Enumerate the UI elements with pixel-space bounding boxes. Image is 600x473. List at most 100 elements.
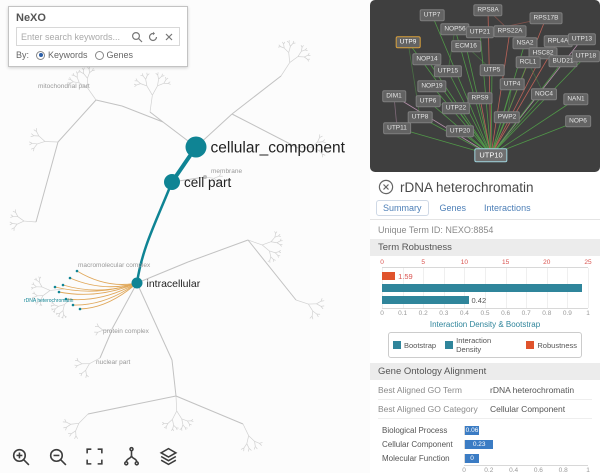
layers-button[interactable]: [156, 444, 180, 468]
gene-node-nan1[interactable]: NAN1: [563, 93, 589, 105]
unique-term-id: Unique Term ID: NEXO:8854: [378, 225, 494, 235]
details-tabs: Summary Genes Interactions: [370, 198, 600, 220]
axis-tick: 10: [460, 259, 469, 266]
tree-label-mitochondrial-part: mitochondrial part: [38, 83, 90, 90]
gene-node-nop14[interactable]: NOP14: [412, 53, 442, 65]
reset-icon[interactable]: [146, 30, 159, 43]
gene-node-dim1[interactable]: DIM1: [382, 90, 406, 102]
radio-keywords-dot[interactable]: [36, 50, 46, 60]
axis-tick: 5: [421, 259, 425, 266]
zoom-out-icon: [49, 448, 66, 465]
tree-label-macromolecular-complex: macromolecular complex: [78, 262, 151, 269]
search-input[interactable]: [21, 31, 127, 42]
expand-subtree-icon: [123, 446, 139, 466]
gene-node-utp15[interactable]: UTP15: [433, 65, 463, 77]
radio-genes-label: Genes: [106, 50, 134, 60]
axis-tick: 0.7: [521, 310, 531, 317]
gene-node-utp4[interactable]: UTP4: [499, 78, 525, 90]
alignment-bar-biological-process: 0.06: [465, 425, 479, 435]
fit-to-screen-icon: [85, 447, 103, 465]
app-title: NeXO: [16, 12, 46, 24]
view-toolbar: [8, 444, 180, 468]
gene-node-utp18[interactable]: UTP18: [571, 50, 600, 62]
gene-node-hsc82[interactable]: HSC82: [528, 47, 558, 59]
gene-node-utp6[interactable]: UTP6: [415, 95, 441, 107]
gene-node-pwp2[interactable]: PWP2: [493, 111, 521, 123]
legend-item-interaction-density: Interaction Density: [445, 336, 517, 354]
axis-tick: 25: [584, 259, 592, 266]
gene-node-nsa2[interactable]: NSA2: [512, 37, 538, 49]
expand-subtree-button[interactable]: [119, 444, 143, 468]
tree-node-label-intracellular: intracellular: [147, 278, 201, 290]
radio-genes[interactable]: Genes: [94, 50, 134, 60]
robustness-axis-label: Interaction Density & Bootstrap: [429, 320, 541, 329]
tree-label-nuclear-part: nuclear part: [96, 359, 131, 366]
close-circle-icon[interactable]: [378, 179, 394, 195]
radio-keywords[interactable]: Keywords: [36, 50, 88, 60]
clear-icon[interactable]: [162, 30, 175, 43]
go-row-value: rDNA heterochromatin: [490, 385, 575, 395]
axis-tick: 0.1: [398, 310, 408, 317]
gene-node-noc4[interactable]: NOC4: [530, 88, 558, 100]
bar-bootstrap: [382, 284, 582, 292]
gene-node-utp22[interactable]: UTP22: [441, 102, 471, 114]
tab-genes[interactable]: Genes: [439, 203, 467, 213]
tree-label-rdna-heterochromatin: rDNA heterochromatin: [24, 298, 74, 304]
search-icon[interactable]: [130, 30, 143, 43]
gene-node-rps8a[interactable]: RPS8A: [473, 4, 503, 16]
gene-node-rps22a[interactable]: RPS22A: [493, 25, 527, 37]
gene-node-utp21[interactable]: UTP21: [465, 26, 495, 38]
alignment-track: 0.23: [464, 439, 588, 449]
gene-node-rcl1[interactable]: RCL1: [515, 56, 541, 68]
tree-label-membrane: membrane: [211, 168, 242, 175]
radio-genes-dot[interactable]: [94, 50, 104, 60]
go-row-label: Best Aligned GO Term: [378, 385, 462, 395]
tab-summary[interactable]: Summary: [376, 200, 429, 216]
tree-node-cell-part[interactable]: [164, 174, 180, 190]
gene-node-ecm16[interactable]: ECM16: [451, 40, 481, 52]
gene-node-nop6[interactable]: NOP6: [565, 115, 591, 127]
axis-tick: 0: [462, 467, 466, 473]
gene-node-utp20[interactable]: UTP20: [445, 125, 475, 137]
axis-tick: 0.4: [459, 310, 469, 317]
gene-node-utp8[interactable]: UTP8: [407, 111, 433, 123]
gene-node-utp7[interactable]: UTP7: [419, 9, 445, 21]
gene-node-rps9[interactable]: RPS9: [467, 92, 493, 104]
tree-label-protein-complex: protein complex: [103, 328, 150, 335]
gene-node-nop19[interactable]: NOP19: [417, 80, 447, 92]
gene-node-utp13[interactable]: UTP13: [567, 33, 597, 45]
axis-tick: 0.2: [418, 310, 428, 317]
term-title: rDNA heterochromatin: [400, 179, 534, 195]
legend-item-robustness: Robustness: [526, 341, 577, 350]
tree-node-intracellular[interactable]: [131, 277, 143, 289]
details-header: rDNA heterochromatin: [370, 172, 600, 198]
axis-tick: 1: [586, 310, 590, 317]
gene-node-rps17b[interactable]: RPS17B: [529, 12, 563, 24]
zoom-in-button[interactable]: [8, 444, 32, 468]
gene-node-utp9[interactable]: UTP9: [395, 36, 421, 48]
section-term-robustness: Term Robustness: [370, 239, 600, 256]
zoom-in-icon: [12, 448, 29, 465]
layers-icon: [159, 447, 177, 465]
gene-node-utp10[interactable]: UTP10: [474, 148, 508, 162]
tree-node-cellular-component[interactable]: [185, 136, 207, 158]
search-box: [16, 27, 180, 46]
gene-node-utp5[interactable]: UTP5: [479, 64, 505, 76]
zoom-out-button[interactable]: [45, 444, 69, 468]
tab-interactions[interactable]: Interactions: [484, 203, 531, 213]
go-alignment-table: Best Aligned GO Term rDNA heterochromatin…: [370, 380, 600, 419]
gene-node-utp11[interactable]: UTP11: [383, 122, 411, 134]
alignment-track: 0: [464, 453, 588, 463]
bar-robustness: [382, 272, 396, 280]
legend-swatch-bootstrap: [393, 341, 401, 349]
axis-tick: 0.8: [558, 467, 568, 473]
fit-to-screen-button[interactable]: [82, 444, 106, 468]
